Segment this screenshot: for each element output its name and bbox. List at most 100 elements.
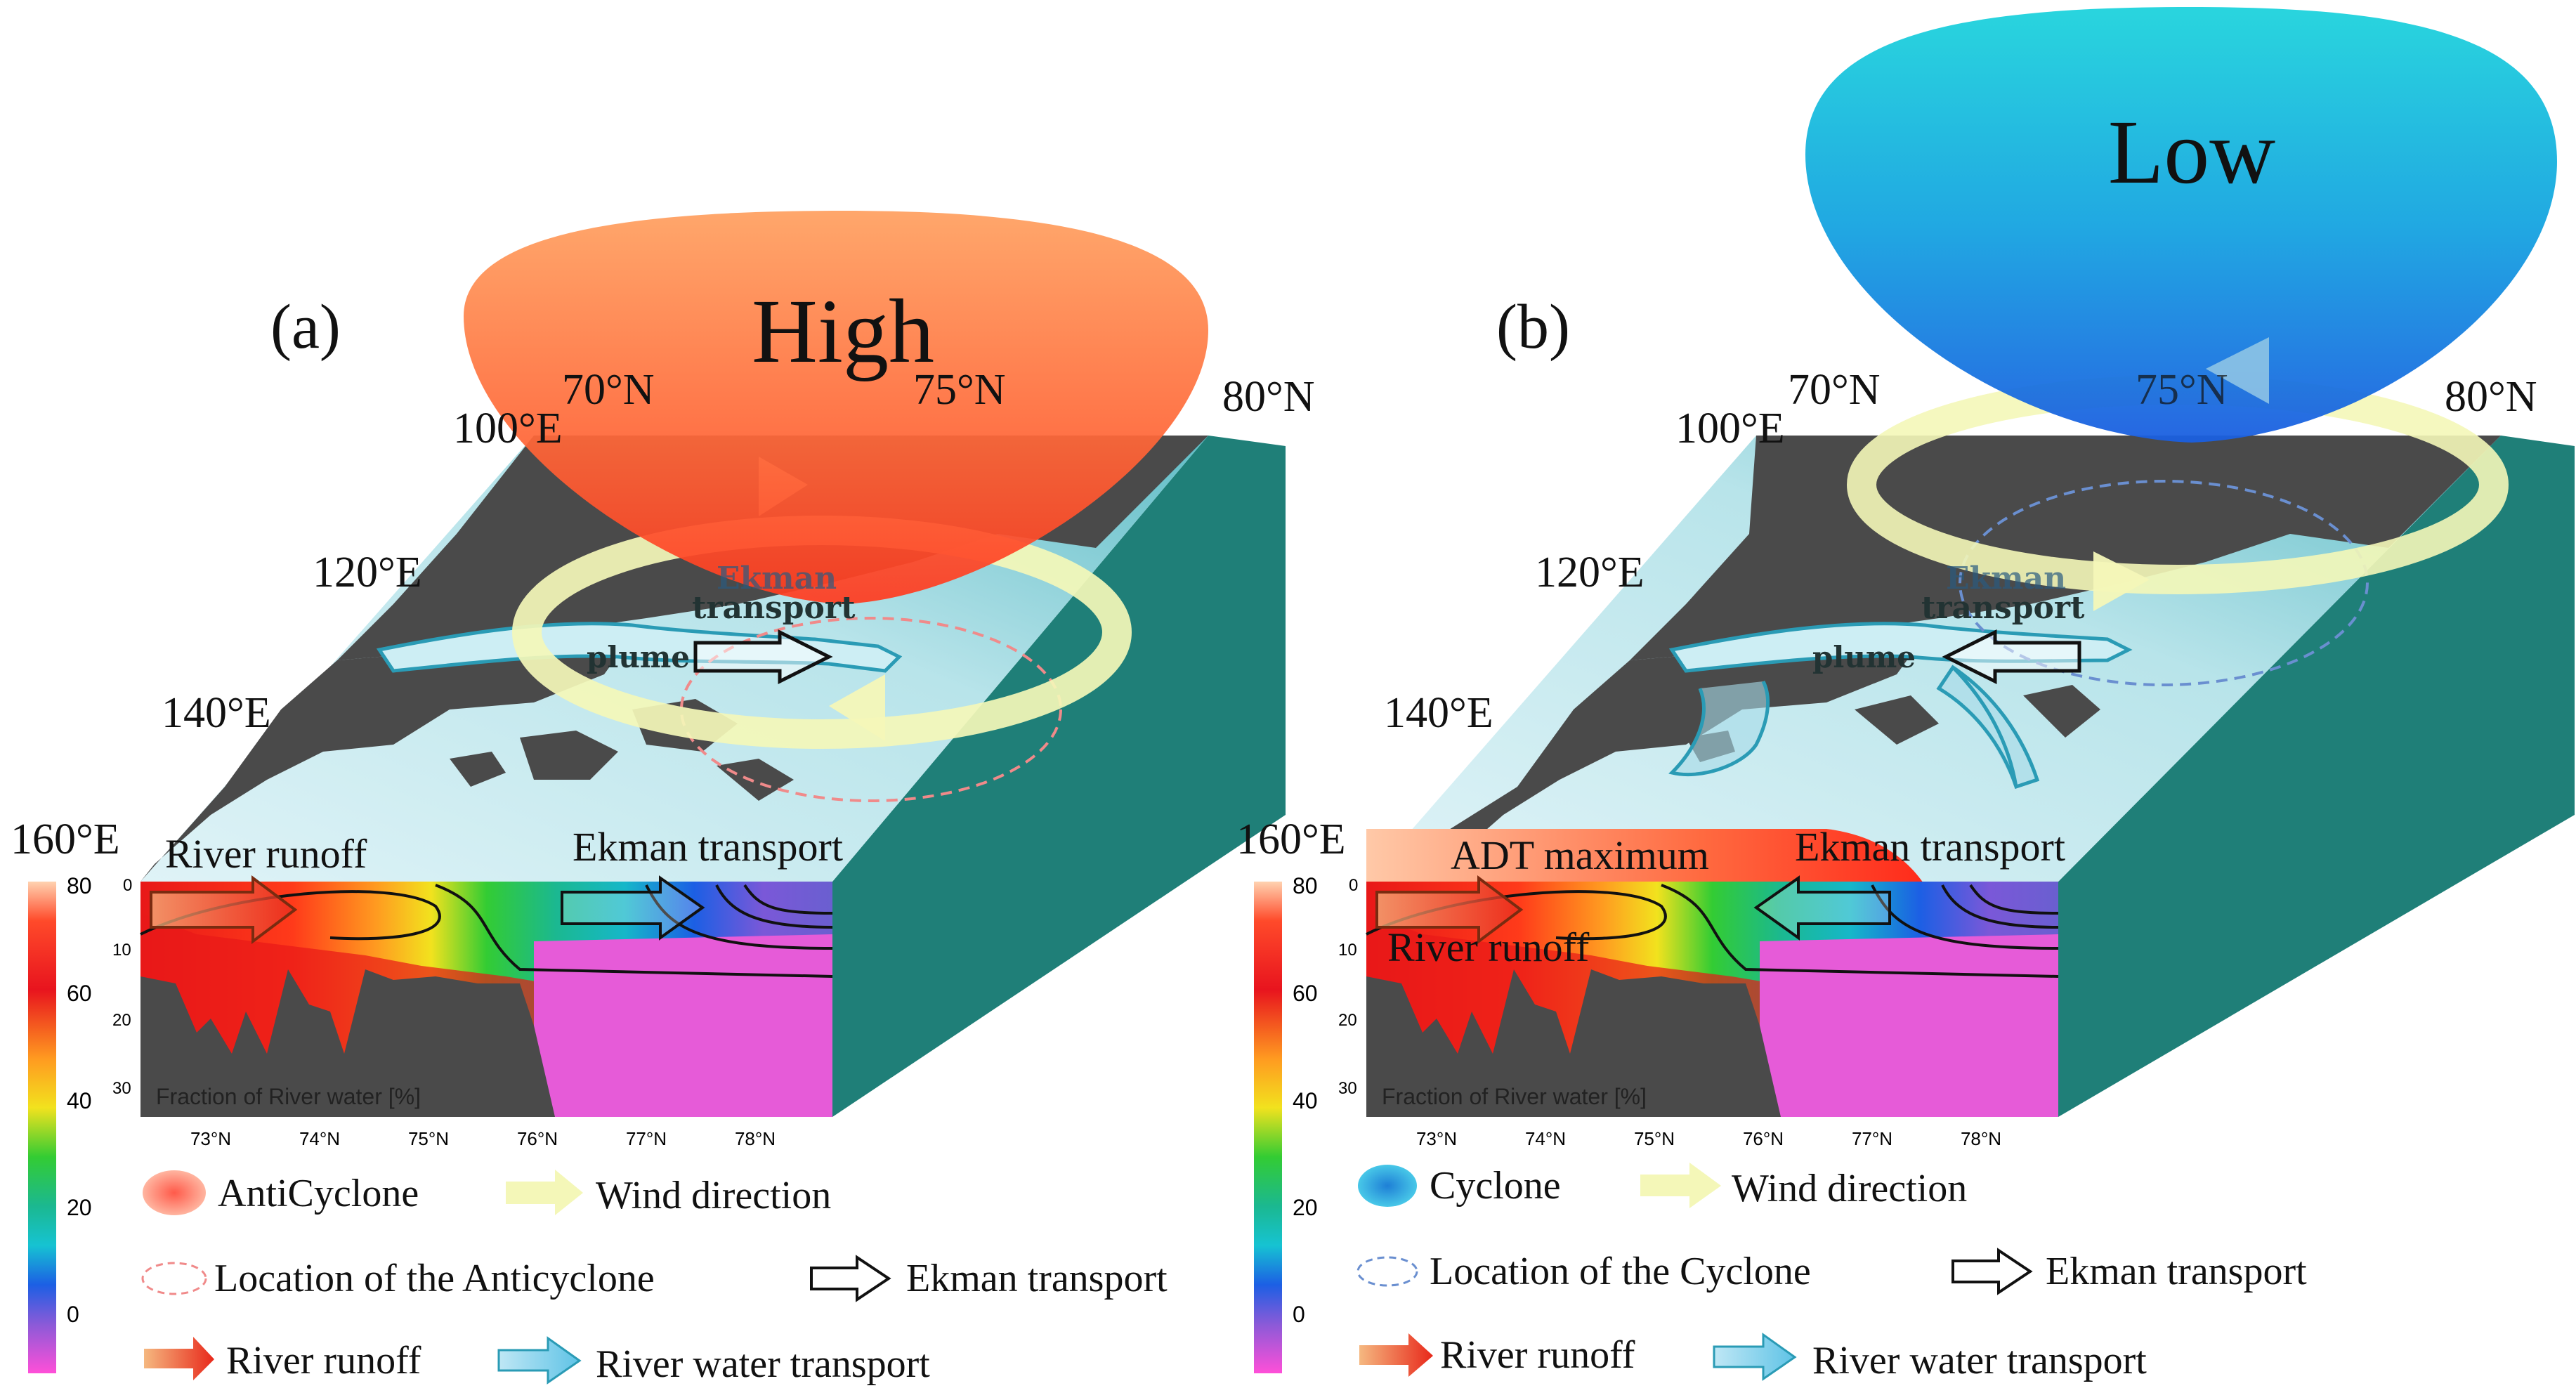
colorbar-a: 80 60 40 20 0 [28,873,92,1373]
lat-label-80: 80°N [2445,373,2537,421]
legend-wind: Wind direction [596,1174,831,1217]
legend-river-runoff: River runoff [226,1339,421,1382]
section-x-tick: 77°N [626,1128,667,1149]
box-right-face [832,436,1286,1117]
lat-label-75: 75°N [913,366,1006,414]
colorbar-tick: 80 [1293,873,1318,898]
lon-label-120: 120°E [1535,549,1645,596]
cyclone-location [1959,480,2369,686]
cyclone-swatch [1358,1165,1417,1207]
wind-swatch [506,1170,583,1215]
pressure-label-low: Low [2108,102,2275,203]
wind-arrow-low [2206,337,2269,404]
lat-label-75: 75°N [2136,366,2228,414]
ekman-label-section: Ekman transport [573,824,843,870]
panel-b: Low (b) 70°N 75°N 80°N 100°E 120°E 140°E… [1236,7,2575,1382]
legend-location: Location of the Cyclone [1430,1250,1811,1293]
ekman-arrow-map [693,629,833,685]
lon-label-160: 160°E [11,816,120,863]
river-runoff-arrow-section [150,875,298,944]
plume-label: plume [587,640,690,674]
section-bathymetry [140,969,555,1117]
panel-label-b: (b) [1496,292,1570,362]
depth-tick: 0 [123,876,132,895]
river-water-swatch [1713,1333,1797,1381]
depth-tick: 20 [1338,1011,1357,1030]
ekman-label-section: Ekman transport [1795,824,2065,870]
depth-tick: 20 [112,1011,131,1030]
section-x-tick: 78°N [735,1128,776,1149]
colorbar-b: 80 60 40 20 0 [1254,873,1318,1373]
colorbar-tick: 60 [1293,981,1318,1006]
lon-label-100: 100°E [453,405,563,452]
colorbar-tick: 0 [67,1302,79,1327]
section-bathymetry [1366,969,1781,1117]
ekman-swatch [810,1255,891,1302]
legend-anticyclone: AntiCyclone [218,1172,419,1215]
river-runoff-swatch [144,1337,214,1380]
river-runoff-swatch [1359,1333,1433,1377]
ekman-map-label-1: Ekman [1946,561,2066,596]
depth-tick: 30 [1338,1079,1357,1098]
plume-label: plume [1812,640,1916,674]
panel-a: High (a) 70°N 75°N 80°N 100°E 120°E 140°… [11,211,1315,1386]
lon-label-120: 120°E [313,549,422,596]
depth-tick: 30 [112,1079,131,1098]
section-x-tick: 74°N [299,1128,340,1149]
lon-label-160: 160°E [1236,816,1346,863]
section-title: Fraction of River water [%] [1382,1084,1647,1109]
colorbar-tick: 40 [1293,1088,1318,1113]
river-runoff-label-section: River runoff [1387,924,1590,970]
section-x-tick: 76°N [1743,1128,1784,1149]
wind-swatch [1640,1163,1721,1208]
legend-ekman: Ekman transport [906,1257,1168,1300]
adt-maximum [1366,829,1925,885]
ekman-swatch [1951,1248,2033,1295]
legend-river-runoff: River runoff [1440,1333,1635,1377]
box-right-face [2058,436,2575,1117]
legend-river-water: River water transport [596,1342,930,1386]
colorbar-tick: 80 [67,873,92,898]
lat-label-70: 70°N [1788,366,1881,414]
legend-river-water: River water transport [1812,1339,2147,1382]
anticyclone-swatch [143,1170,206,1215]
lon-label-140: 140°E [1384,689,1493,737]
legend-wind: Wind direction [1732,1167,1967,1210]
section-x-tick: 78°N [1961,1128,2001,1149]
section-x-tick: 76°N [517,1128,558,1149]
section-x-tick: 75°N [1634,1128,1675,1149]
lon-label-140: 140°E [162,689,271,737]
legend-ekman: Ekman transport [2046,1250,2307,1293]
depth-tick: 10 [1338,941,1357,960]
depth-tick: 0 [1349,876,1358,895]
section-x-tick: 73°N [1416,1128,1457,1149]
high-pressure-blob [464,211,1208,604]
river-water-transport-west [1668,680,1770,777]
river-runoff-label-section: River runoff [165,831,367,877]
colorbar-tick: 20 [1293,1195,1318,1220]
section-x-tick: 75°N [408,1128,449,1149]
ekman-map-label-2: transport [692,590,856,626]
section-x-tick: 73°N [190,1128,231,1149]
section-x-tick: 77°N [1852,1128,1892,1149]
colorbar-tick: 20 [67,1195,92,1220]
adt-label: ADT maximum [1451,832,1709,878]
river-water-swatch [497,1336,582,1385]
legend-location: Location of the Anticyclone [214,1257,655,1300]
colorbar-tick: 0 [1293,1302,1305,1327]
section-title: Fraction of River water [%] [156,1084,421,1109]
location-swatch [141,1262,207,1295]
anticyclone-location [680,617,1062,802]
section-a: Fraction of River water [%] 0 10 20 30 7… [112,875,833,1149]
panel-label-a: (a) [270,292,341,362]
low-pressure-blob [1805,7,2557,443]
lat-label-80: 80°N [1222,373,1315,421]
location-swatch [1356,1256,1418,1287]
river-runoff-arrow-section [1375,875,1524,944]
ekman-arrow-section [1753,875,1891,941]
lat-label-70: 70°N [562,366,655,414]
depth-tick: 10 [112,941,131,960]
section-x-tick: 74°N [1525,1128,1566,1149]
colorbar-tick: 40 [67,1088,92,1113]
